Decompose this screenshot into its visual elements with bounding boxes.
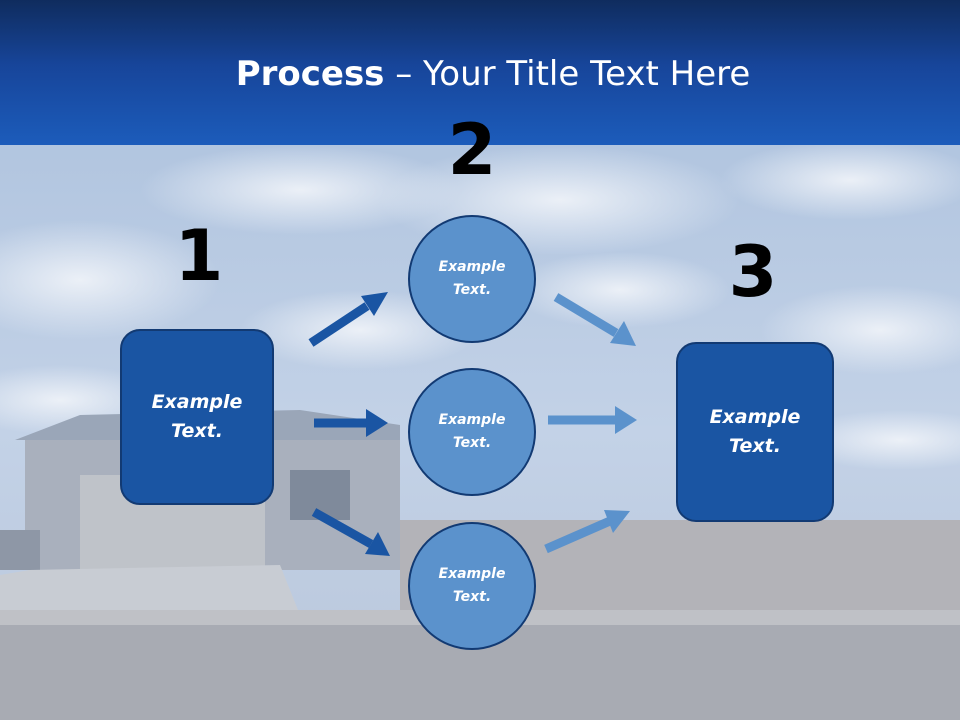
title-bold: Process	[235, 54, 385, 94]
arrow-2-to-3-bottom	[544, 510, 630, 554]
step-number-2: 2	[447, 109, 497, 191]
title-rest: – Your Title Text Here	[384, 54, 751, 94]
step-number-1: 1	[174, 215, 224, 297]
arrow-2-to-3-middle	[548, 406, 637, 434]
arrow-1-to-2-bottom	[311, 508, 390, 556]
step-1-box: Example Text.	[120, 329, 274, 505]
circle-bottom-text: Example Text.	[438, 566, 506, 605]
step-1-text: Example Text.	[151, 391, 243, 442]
arrow-1-to-2-top	[308, 292, 388, 347]
arrow-2-to-3-top	[553, 293, 636, 346]
step-3-box: Example Text.	[676, 342, 834, 522]
step-number-3: 3	[728, 231, 778, 313]
step-2-circle-middle: Example Text.	[408, 368, 536, 496]
circle-middle-text: Example Text.	[438, 412, 506, 451]
step-2-circle-top: Example Text.	[408, 215, 536, 343]
step-2-circle-bottom: Example Text.	[408, 522, 536, 650]
slide-title: Process – Your Title Text Here	[0, 52, 960, 96]
arrow-1-to-2-middle	[314, 409, 388, 437]
circle-top-text: Example Text.	[438, 259, 506, 298]
step-3-text: Example Text.	[709, 406, 801, 457]
title-bar	[0, 0, 960, 145]
